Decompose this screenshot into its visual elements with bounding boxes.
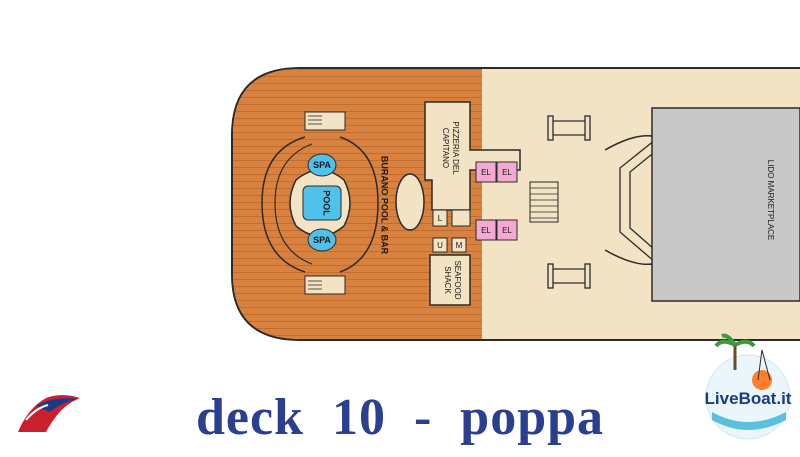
restroom-u-label: U: [437, 241, 443, 250]
restroom-l: [432, 209, 448, 227]
liveboat-logo-text: LiveBoat.it: [705, 389, 792, 408]
lido-marketplace-label: LIDO MARKETPLACE: [766, 160, 775, 240]
pizzeria-label-line2: CAPITANO: [441, 128, 450, 168]
deck-caption: deck 10 - poppa: [195, 389, 605, 446]
dining-table-top: [547, 115, 591, 141]
spa-top-water: [307, 153, 337, 177]
spa-bottom-water: [307, 228, 337, 252]
restroom-u: [432, 237, 448, 253]
elevator-4: [496, 219, 518, 241]
elevator-1: [475, 161, 497, 183]
elevator-3-label: EL: [481, 226, 491, 235]
elevator-1-label: EL: [481, 168, 491, 177]
pizzeria-room: [424, 101, 521, 211]
pool-terrace-right-arc: [339, 136, 379, 273]
elevator-4-label: EL: [502, 226, 512, 235]
pool-terrace-inner-arc: [274, 143, 313, 265]
spa-bottom-label: SPA: [313, 235, 331, 245]
seafood-label-line1: SEAFOOD: [453, 260, 462, 299]
pool-stair-top: [304, 111, 346, 131]
lido-marketplace-area: [651, 107, 800, 302]
pool-deck-wood: [233, 69, 482, 339]
carnival-logo: [18, 395, 80, 432]
liveboat-logo: LiveBoat.it: [705, 333, 792, 440]
pool-label: POOL: [322, 190, 332, 216]
pool-terrace-outer-arc: [261, 136, 306, 273]
elevator-3: [475, 219, 497, 241]
restroom-divider: [451, 209, 471, 227]
spa-top-label: SPA: [313, 160, 331, 170]
dining-table-bottom: [547, 263, 591, 289]
seafood-shack-room: [429, 254, 471, 306]
seafood-label-line2: SHACK: [443, 266, 452, 294]
pool-water: [302, 185, 342, 221]
restroom-l-label: L: [438, 214, 443, 223]
restroom-m: [451, 237, 467, 253]
elevator-2-label: EL: [502, 168, 512, 177]
central-stairwell: [529, 181, 559, 223]
pizzeria-label-line1: PIZZERIA DEL: [451, 121, 460, 175]
burano-pool-bar-label: BURANO POOL & BAR: [380, 156, 390, 255]
elevator-2: [496, 161, 518, 183]
pool-bar-counter: [395, 173, 425, 231]
pool-stair-bottom: [304, 275, 346, 295]
restroom-m-label: M: [456, 241, 463, 250]
